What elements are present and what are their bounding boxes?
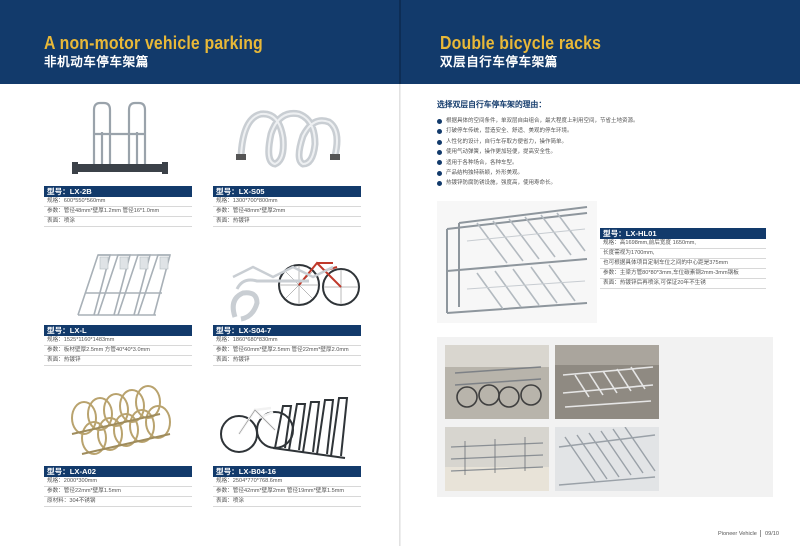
spec-size: 规格：1525*1160*1483mm — [44, 336, 192, 346]
header-banner: A non-motor vehicle parking 非机动车停车架篇 Dou… — [0, 0, 800, 84]
product-image-lx-s05 — [213, 98, 363, 186]
spec-params: 参数：管径42mm*壁厚2mm 管径19mm*壁厚1.5mm — [213, 487, 361, 497]
product-image-lx-l — [44, 237, 194, 325]
bullet-icon — [437, 160, 442, 166]
footer-separator — [760, 530, 762, 537]
spec-size: 规格：600*550*560mm — [44, 197, 192, 207]
spec-size: 规格：2000*300mm — [44, 477, 192, 487]
model-label: 型号：LX-A02 — [44, 466, 192, 477]
model-label: 型号：LX-HL01 — [600, 228, 766, 239]
spec-params: 参数：主梁方管80*80*3mm,车位碳素钢2mm-3mm钢板 — [600, 269, 766, 279]
footer: Pioneer Vehicle 09/10 — [718, 530, 779, 537]
photo-indoor-hall — [445, 427, 549, 491]
product-image-lx-a02 — [44, 378, 194, 466]
photo-steel-racks — [555, 426, 659, 491]
product-image-lx-2b — [44, 98, 194, 186]
product-image-lx-s04-7 — [213, 237, 363, 325]
left-title-zh: 非机动车停车架篇 — [44, 55, 149, 69]
model-label: 型号：LX-S04-7 — [213, 325, 361, 336]
photo-garage-racks — [445, 345, 549, 419]
left-title-en: A non-motor vehicle parking — [44, 33, 263, 53]
spec-surface: 表面：热镀锌 — [213, 356, 361, 366]
spec-params: 参数：管径48mm*壁厚2mm — [213, 207, 361, 217]
spec-material: 原材料：304不锈钢 — [44, 497, 192, 507]
spec-params: 参数：管径22mm*壁厚1.5mm — [44, 487, 192, 497]
product-card-lx-a02: 型号：LX-A02 规格：2000*300mm 参数：管径22mm*壁厚1.5m… — [44, 378, 194, 507]
reasons-title: 选择双层自行车停车架的理由： — [437, 100, 547, 109]
bullet-icon — [437, 181, 442, 187]
reasons-list: 根据具体的空间条件，单双层自由组合，最大程度上利用空间，节省土地资源。 打破停车… — [437, 116, 639, 189]
spec-surface: 表面：喷涂 — [213, 497, 361, 507]
spec-surface: 表面：喷涂 — [44, 217, 192, 227]
bullet-icon — [437, 139, 442, 145]
header-gutter — [399, 0, 401, 84]
product-card-lx-s04-7: 型号：LX-S04-7 规格：1860*680*830mm 参数：管径60mm*… — [213, 237, 363, 366]
list-item: 根据具体的空间条件，单双层自由组合，最大程度上利用空间，节省土地资源。 — [437, 116, 639, 126]
list-item: 使用气动弹簧，操作更加轻便，提高安全性。 — [437, 147, 639, 157]
spec-params: 参数：管径60mm*壁厚2.5mm 管径22mm*壁厚2.0mm — [213, 346, 361, 356]
bullet-icon — [437, 149, 442, 155]
double-rack-image — [437, 201, 597, 323]
installation-photos — [437, 337, 773, 497]
list-item: 热镀锌防腐防锈设施，强度高，使用寿命长。 — [437, 178, 639, 188]
spec-size: 规格：1300*700*800mm — [213, 197, 361, 207]
photo-outdoor-racks — [555, 345, 659, 419]
spec-surface: 表面：热镀锌后再喷涂,可保证20年不生锈 — [600, 279, 766, 289]
spec-length: 长度需视为1700mm, — [600, 249, 766, 259]
list-item: 产品结构独特新颖，外形美观。 — [437, 168, 639, 178]
list-item: 适用于各种场合，各种车型。 — [437, 158, 639, 168]
page-number: 09/10 — [765, 530, 779, 537]
model-label: 型号：LX-S05 — [213, 186, 361, 197]
spec-params: 参数：管径48mm*壁厚1.2mm 管径16*1.0mm — [44, 207, 192, 217]
model-label: 型号：LX-2B — [44, 186, 192, 197]
product-image-lx-b04-16 — [213, 378, 363, 466]
spec-size: 规格：1860*680*830mm — [213, 336, 361, 346]
right-title-en: Double bicycle racks — [440, 33, 602, 53]
list-item: 打破停车传统，营造安全、舒适、美观的停车环境。 — [437, 126, 639, 136]
bullet-icon — [437, 170, 442, 176]
product-card-lx-s05: 型号：LX-S05 规格：1300*700*800mm 参数：管径48mm*壁厚… — [213, 98, 363, 227]
page-divider — [399, 84, 401, 546]
bullet-icon — [437, 129, 442, 135]
double-rack-spec: 型号：LX-HL01 规格：高1698mm,前后宽度 1650mm, 长度需视为… — [600, 228, 766, 289]
model-label: 型号：LX-B04-16 — [213, 466, 361, 477]
spec-params: 参数：板材壁厚2.5mm 方管40*40*3.0mm — [44, 346, 192, 356]
product-card-lx-l: 型号：LX-L 规格：1525*1160*1483mm 参数：板材壁厚2.5mm… — [44, 237, 194, 366]
spec-size: 规格：高1698mm,前后宽度 1650mm, — [600, 239, 766, 249]
model-label: 型号：LX-L — [44, 325, 192, 336]
bullet-icon — [437, 118, 442, 124]
spec-spacing: 也可根据具体项目定制车位之间的中心距是375mm — [600, 259, 766, 269]
spec-surface: 表面：热镀锌 — [44, 356, 192, 366]
spec-surface: 表面：热镀锌 — [213, 217, 361, 227]
product-card-lx-2b: 型号：LX-2B 规格：600*550*560mm 参数：管径48mm*壁厚1.… — [44, 98, 194, 227]
list-item: 人性化的设计，自行车存取方便省力，操作简单。 — [437, 137, 639, 147]
spec-size: 规格：2504*770*768.6mm — [213, 477, 361, 487]
right-title-zh: 双层自行车停车架篇 — [440, 55, 558, 69]
footer-brand: Pioneer Vehicle — [718, 530, 757, 537]
product-card-lx-b04-16: 型号：LX-B04-16 规格：2504*770*768.6mm 参数：管径42… — [213, 378, 363, 507]
